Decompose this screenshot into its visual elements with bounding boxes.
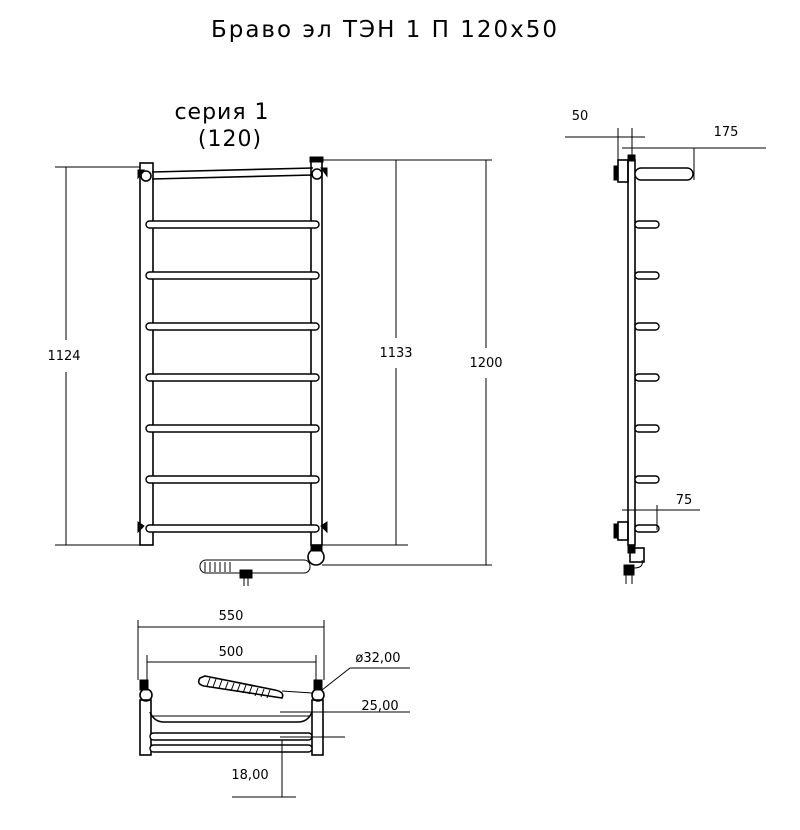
right-rail-cap	[309, 156, 324, 163]
dimension-label: ø32,00	[355, 651, 400, 666]
wall-bracket	[311, 168, 323, 180]
side-heating-element	[623, 544, 645, 584]
bar-stub	[634, 475, 660, 484]
wall-mount	[313, 679, 323, 691]
dimension-outer-width: 550	[137, 609, 325, 680]
crossbar	[145, 220, 320, 229]
dimension-wall-distance: 50	[565, 109, 645, 160]
series-size-label: (120)	[198, 127, 262, 152]
bar-stub	[634, 524, 660, 533]
top-view: 550 500 ø32,00	[137, 609, 410, 798]
left-rail	[139, 162, 154, 546]
bracket-mark	[320, 167, 328, 178]
heater-connector	[627, 544, 636, 554]
crossbar	[145, 475, 320, 484]
side-rail-cap	[627, 154, 636, 162]
wall-bracket	[140, 170, 152, 182]
bar-stub	[634, 271, 660, 280]
crossbar	[145, 373, 320, 382]
bracket-mark	[613, 165, 619, 181]
bracket-mark	[613, 523, 619, 539]
crossbars	[145, 220, 320, 533]
heater-cable-coil	[204, 562, 231, 572]
wall-bracket	[617, 521, 629, 541]
dimension-label: 1200	[469, 356, 502, 371]
dimension-label: 50	[572, 109, 589, 124]
tray-curve	[149, 711, 313, 723]
crossbar	[145, 322, 320, 331]
bar-stub	[634, 373, 660, 382]
dimension-diameter: ø32,00	[321, 651, 410, 691]
left-post	[139, 699, 152, 756]
dimension-label: 25,00	[361, 699, 398, 714]
crossbar	[145, 424, 320, 433]
wall-bracket	[617, 159, 629, 183]
top-crossbar	[151, 167, 314, 180]
front-view: 1124	[47, 156, 503, 586]
dimension-offset: 25,00	[280, 699, 410, 738]
bracket-mark	[320, 521, 328, 534]
mount-ring	[311, 688, 325, 702]
right-post	[311, 699, 324, 756]
dimension-label: 500	[219, 645, 244, 660]
dimension-depth: 175	[622, 125, 766, 180]
side-rail	[627, 159, 636, 546]
crossbar-top-view	[149, 744, 313, 753]
dimension-label: 1133	[379, 346, 412, 361]
side-bar-stubs	[634, 220, 660, 533]
dimension-bottom-offset: 75	[622, 493, 700, 530]
heating-element	[199, 544, 325, 586]
dimension-label: 175	[714, 125, 739, 140]
dimension-label: 550	[219, 609, 244, 624]
dimension-height-right: 1200	[322, 159, 503, 566]
bracket-mark	[137, 169, 145, 180]
heater-coil	[197, 675, 313, 699]
dimension-height-middle: 1133	[322, 159, 413, 546]
mount-ring	[139, 688, 153, 702]
dimension-inner-width: 500	[146, 645, 317, 680]
heater-head	[307, 548, 325, 566]
side-view: 50 175 75	[565, 109, 766, 584]
dimension-label: 75	[676, 493, 693, 508]
bar-stub	[634, 220, 660, 229]
plug-icon	[239, 569, 253, 579]
heater-cable	[199, 559, 311, 574]
bar-stub	[634, 322, 660, 331]
dimension-height-left: 1124	[47, 166, 140, 546]
drawing-title: Браво эл ТЭН 1 П 120х50	[211, 17, 559, 43]
heater-head	[629, 547, 645, 563]
bracket-mark	[137, 521, 145, 534]
crossbar	[145, 271, 320, 280]
plug-icon	[623, 564, 635, 576]
crossbar	[145, 524, 320, 533]
heater-connector	[310, 544, 323, 552]
series-label: серия 1	[174, 100, 269, 125]
side-top-bar	[634, 167, 694, 181]
dimension-label: 18,00	[231, 768, 268, 783]
right-rail	[310, 159, 323, 546]
dimension-label: 1124	[47, 349, 80, 364]
dimension-small: 18,00	[231, 740, 296, 798]
bar-stub	[634, 424, 660, 433]
